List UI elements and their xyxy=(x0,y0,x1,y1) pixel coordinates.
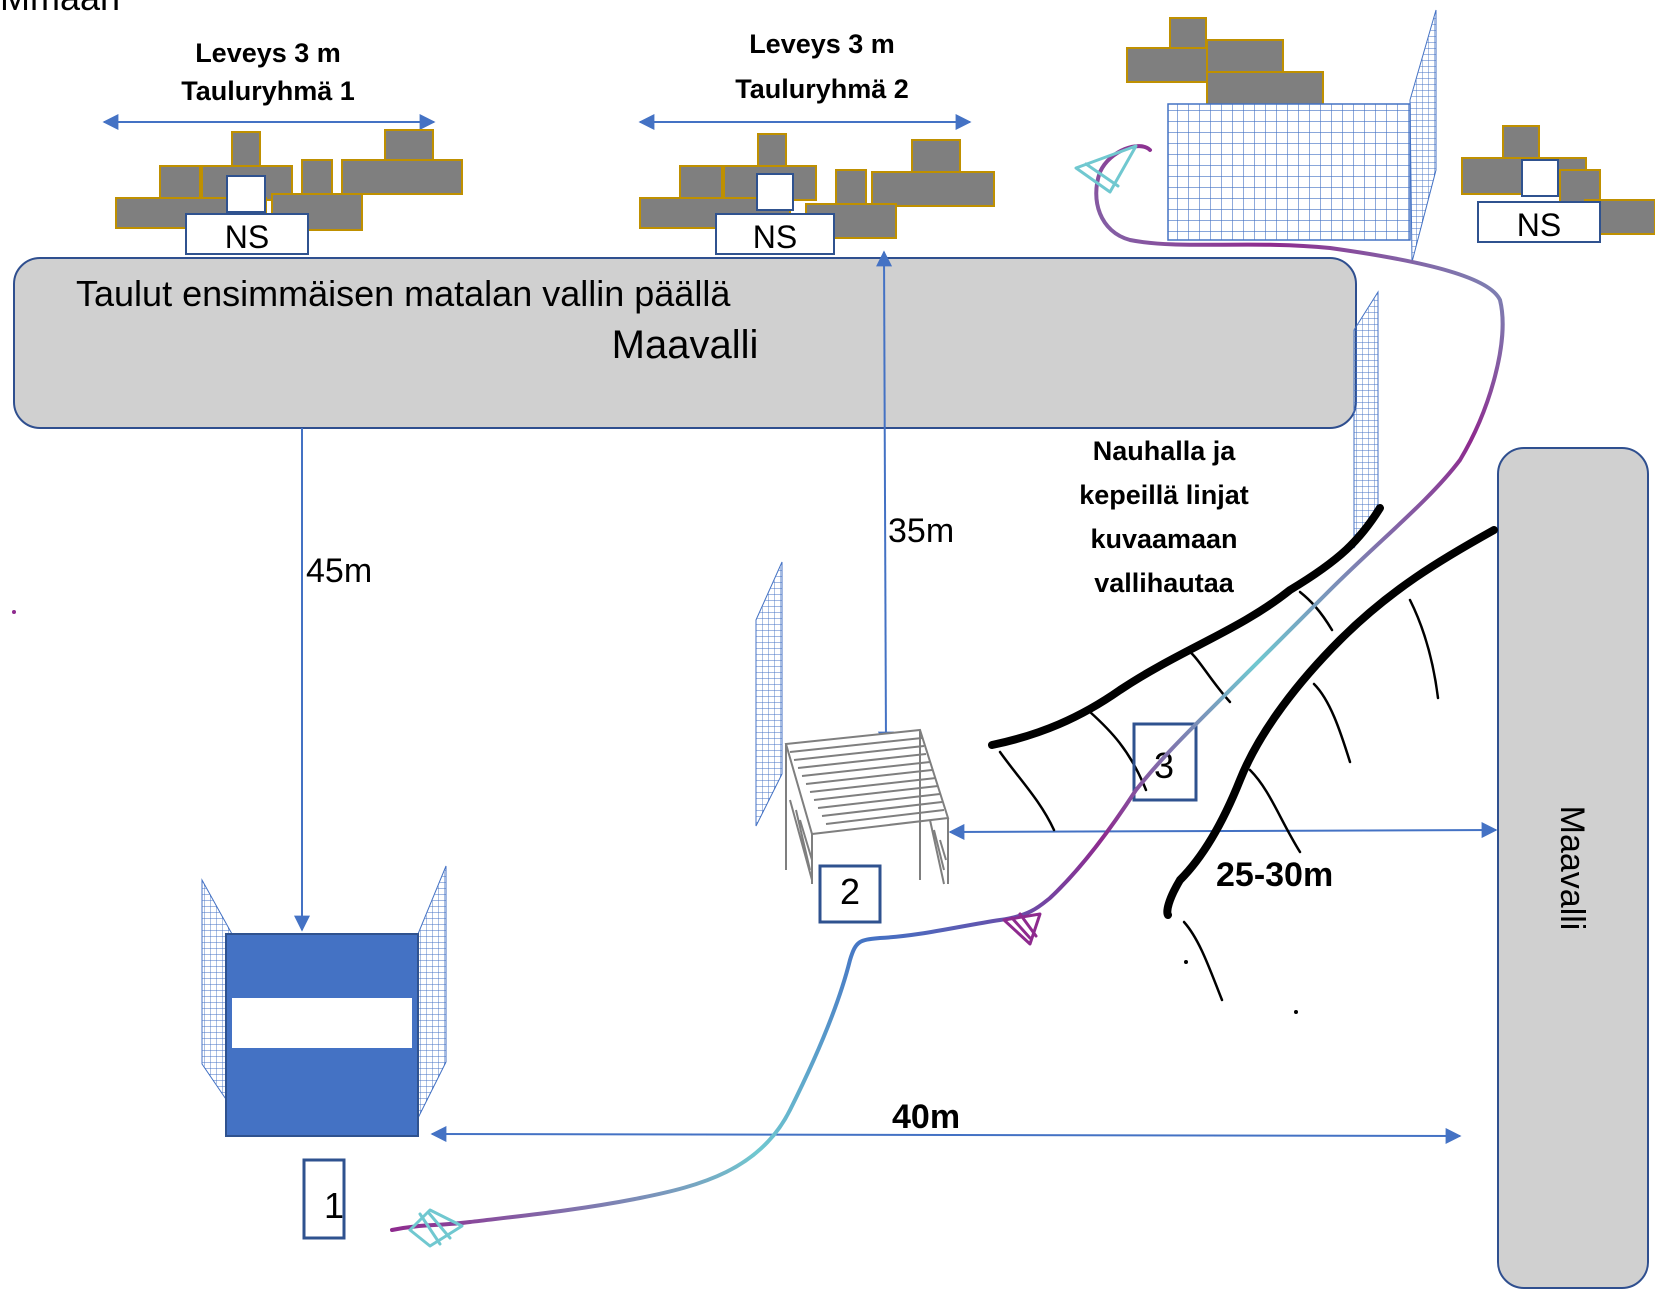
group3-targets-upper xyxy=(1126,17,1324,107)
route-end-marker xyxy=(1074,144,1138,194)
distance-40m-label: 40m xyxy=(892,1098,960,1136)
trench-note: Nauhalla ja kepeillä linjat kuvaamaan va… xyxy=(1079,436,1249,598)
top-fragment-text: Mmaan xyxy=(0,0,120,18)
station1-opening xyxy=(232,998,412,1048)
station-2: 2 xyxy=(755,561,950,924)
stray-dot xyxy=(12,610,16,614)
trench-note-line-4: vallihautaa xyxy=(1094,568,1235,598)
arrow-40m xyxy=(430,1126,1462,1144)
station2-number: 2 xyxy=(840,871,860,912)
group2-title: Tauluryhmä 2 xyxy=(735,74,909,104)
trench-lines xyxy=(988,504,1498,1014)
side-berm xyxy=(1497,447,1649,1289)
group2-ns-stand xyxy=(715,213,835,255)
target-group-3: NS xyxy=(1126,9,1655,263)
station-1: 1 xyxy=(201,865,447,1240)
group2-center-target xyxy=(756,173,794,211)
trench-tape-left xyxy=(988,504,1384,749)
group3-ns-label: NS xyxy=(1517,207,1561,243)
station3-number: 3 xyxy=(1154,745,1174,786)
station1-number: 1 xyxy=(324,1185,344,1226)
group3-center-target xyxy=(1521,159,1559,197)
trench-note-line-1: Nauhalla ja xyxy=(1093,436,1237,466)
station1-right-mesh xyxy=(417,865,447,1119)
distance-35m-label: 35m xyxy=(888,512,954,550)
group1-ns-stand xyxy=(185,213,309,255)
side-berm-title: Maavalli xyxy=(1553,806,1591,931)
route-start-marker xyxy=(408,1208,464,1248)
arrow-25-30m xyxy=(948,822,1498,840)
berm-side-mesh xyxy=(1353,290,1379,549)
group1-ns-label: NS xyxy=(225,219,269,255)
group1-title: Tauluryhmä 1 xyxy=(181,76,355,106)
target-group-1: Leveys 3 m Tauluryhmä 1 NS xyxy=(102,38,463,255)
main-berm-caption: Taulut ensimmäisen matalan vallin päällä xyxy=(76,273,731,314)
station2-left-mesh xyxy=(755,561,783,827)
arrow-35m xyxy=(876,250,894,748)
main-berm-title: Maavalli xyxy=(612,323,759,367)
group3-grid-lines xyxy=(1168,104,1410,240)
group2-ns-label: NS xyxy=(753,219,797,255)
station2-roof xyxy=(784,728,950,885)
station-3: 3 xyxy=(1132,722,1198,802)
station2-number-box xyxy=(818,864,882,924)
distance-45m-label: 45m xyxy=(306,552,372,590)
route-mid-marker xyxy=(1002,912,1042,946)
station3-number-box xyxy=(1132,722,1198,802)
trench-note-line-2: kepeillä linjat xyxy=(1079,480,1249,510)
route-line xyxy=(390,144,1505,1232)
group3-ns-stand xyxy=(1477,201,1601,243)
walking-route xyxy=(390,144,1505,1248)
trench-tape-right xyxy=(1163,526,1498,919)
group1-width-label: Leveys 3 m xyxy=(195,38,341,68)
group1-center-target xyxy=(226,175,266,213)
group3-side-mesh xyxy=(1409,9,1437,263)
group2-width-label: Leveys 3 m xyxy=(749,29,895,59)
trench-note-line-3: kuvaamaan xyxy=(1090,524,1237,554)
station1-number-box xyxy=(302,1158,346,1240)
target-group-2: Leveys 3 m Tauluryhmä 2 NS xyxy=(638,29,995,255)
distance-25-30m-label: 25-30m xyxy=(1216,856,1333,894)
